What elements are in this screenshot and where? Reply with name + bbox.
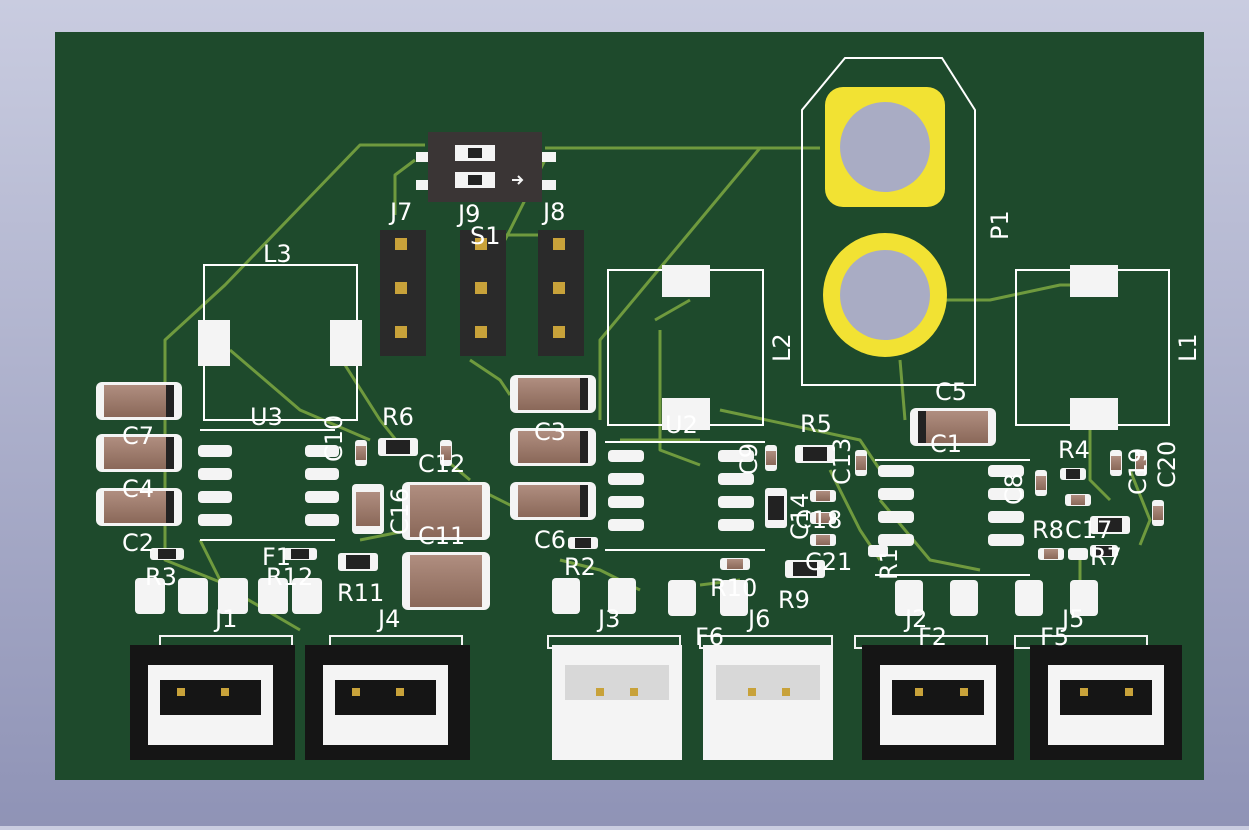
label-l3: L3: [263, 240, 292, 268]
label-c4: C4: [122, 475, 154, 503]
label-r2: R2: [564, 553, 596, 581]
label-p1: P1: [986, 210, 1014, 240]
label-c9: C9: [735, 443, 763, 475]
label-c13: C13: [828, 438, 856, 485]
label-c19: C19: [1124, 448, 1152, 495]
label-j8: J8: [541, 198, 565, 226]
pin-headers: [380, 230, 584, 356]
label-r5: R5: [800, 410, 832, 438]
label-c12: C12: [418, 450, 465, 478]
reference-designators: L3 U3 C7 C4 C2 R3 F1 R12 R11 R6 C12 C11 …: [122, 198, 1202, 651]
label-r12: R12: [266, 563, 313, 591]
ic-pads: [198, 445, 1024, 546]
label-r1: R1: [875, 548, 903, 580]
label-c2: C2: [122, 529, 154, 557]
label-c17: C17: [1065, 516, 1112, 544]
label-c8: C8: [1000, 473, 1028, 505]
label-c10: C10: [320, 415, 348, 462]
label-j2: J2: [903, 605, 927, 633]
label-r10: R10: [710, 574, 757, 602]
label-c20: C20: [1153, 441, 1181, 488]
label-f2: F2: [918, 623, 947, 651]
label-l1: L1: [1174, 333, 1202, 362]
label-u3: U3: [250, 403, 283, 431]
label-c16: C16: [386, 488, 414, 535]
label-c6: C6: [534, 526, 566, 554]
label-c5: C5: [935, 378, 967, 406]
label-c3: C3: [534, 418, 566, 446]
label-r3: R3: [145, 563, 177, 591]
label-j9: J9: [456, 200, 480, 228]
label-f6: F6: [695, 623, 724, 651]
small-smd-parts: [150, 438, 1164, 578]
label-j1: J1: [213, 605, 237, 633]
label-j3: J3: [596, 605, 620, 633]
label-r11: R11: [337, 579, 384, 607]
label-u2: U2: [665, 411, 698, 439]
label-c7: C7: [122, 422, 154, 450]
label-j5: J5: [1060, 605, 1084, 633]
label-r4: R4: [1058, 436, 1090, 464]
label-c11: C11: [418, 522, 465, 550]
label-s1: S1: [470, 222, 501, 250]
label-f5: F5: [1040, 623, 1069, 651]
label-j6: J6: [746, 605, 770, 633]
label-f1: F1: [262, 543, 291, 571]
label-c1: C1: [930, 430, 962, 458]
label-r8: R8: [1032, 516, 1064, 544]
label-r9: R9: [778, 586, 810, 614]
label-r6: R6: [382, 403, 414, 431]
jst-connectors: [130, 635, 1182, 760]
large-capacitors: [96, 375, 996, 610]
label-j4: J4: [376, 605, 400, 633]
label-c21: C21: [805, 548, 852, 576]
label-l2: L2: [768, 333, 796, 362]
label-j7: J7: [388, 198, 412, 226]
label-r7: R7: [1090, 543, 1122, 571]
label-c14: C14: [786, 493, 814, 540]
dip-switch-s1: [416, 132, 556, 202]
fuse-pads: [135, 578, 1098, 616]
inductor-pads: [198, 265, 1118, 430]
terminal-p1: [823, 87, 947, 357]
label-c18: C18: [795, 506, 842, 534]
